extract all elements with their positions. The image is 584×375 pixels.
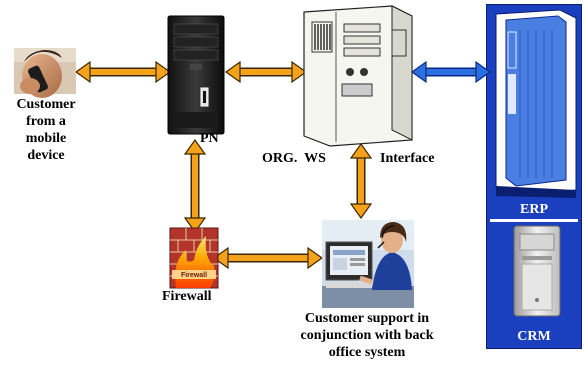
support-label-line: Customer support in [304, 311, 430, 326]
customer-label-line: from a [26, 114, 66, 129]
arrow-customer-pn [74, 60, 172, 84]
crm-label: CRM [517, 329, 551, 344]
org-ws-label: ORG. WS [262, 151, 326, 166]
panel-divider [490, 219, 578, 222]
firewall-icon: Firewall [169, 227, 219, 289]
pn-label: PN [200, 131, 219, 146]
arrow-orgws-erp [410, 60, 492, 84]
support-agent-icon [322, 220, 414, 308]
crm-pc-icon [513, 225, 561, 317]
customer-label-line: mobile [25, 131, 67, 146]
arrow-pn-orgws [224, 60, 308, 84]
arrow-pn-firewall [183, 138, 207, 234]
erp-server-icon [495, 9, 577, 198]
customer-label-line: Customer [16, 97, 76, 112]
customer-label-line: device [27, 148, 65, 163]
person-phone-icon [14, 48, 76, 98]
support-label: Customer support in conjunction with bac… [262, 310, 472, 361]
support-label-line: conjunction with back [300, 328, 434, 343]
support-label-line: office system [328, 345, 406, 360]
erp-label: ERP [520, 202, 548, 217]
interface-label: Interface [380, 151, 435, 166]
customer-label: Customer from a mobile device [0, 96, 92, 164]
arrow-firewall-support [212, 246, 324, 270]
firewall-label: Firewall [162, 289, 212, 304]
arrow-orgws-support [349, 142, 373, 220]
tower-pc-icon [167, 15, 225, 135]
firewall-sign-text: Firewall [181, 272, 207, 279]
server-icon [303, 5, 413, 147]
